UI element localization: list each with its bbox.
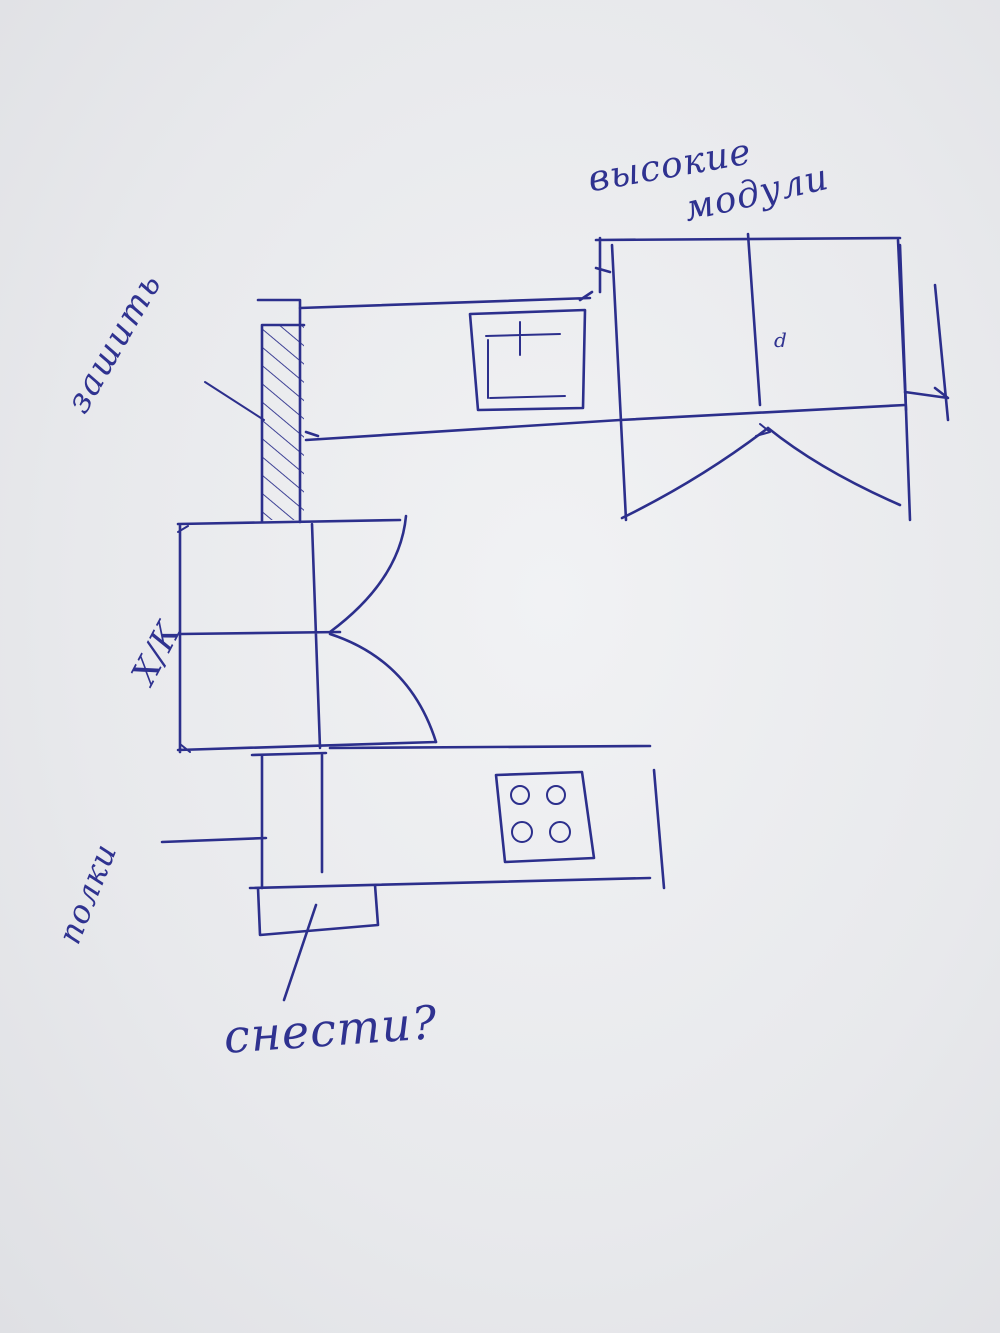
- leader-lines: [204, 381, 265, 421]
- demolish-segment: [256, 883, 380, 1002]
- hob-symbol: [494, 770, 596, 864]
- lower-counter-run: [160, 744, 666, 890]
- tall-modules-block: [594, 232, 950, 522]
- upper-counter-run: [298, 290, 907, 442]
- sink-symbol: [468, 308, 587, 412]
- hatched-wall-segment: [256, 298, 306, 524]
- door-swing-arcs: [620, 423, 902, 520]
- fridge-block: [176, 514, 438, 754]
- module-mark-label: d: [774, 328, 788, 352]
